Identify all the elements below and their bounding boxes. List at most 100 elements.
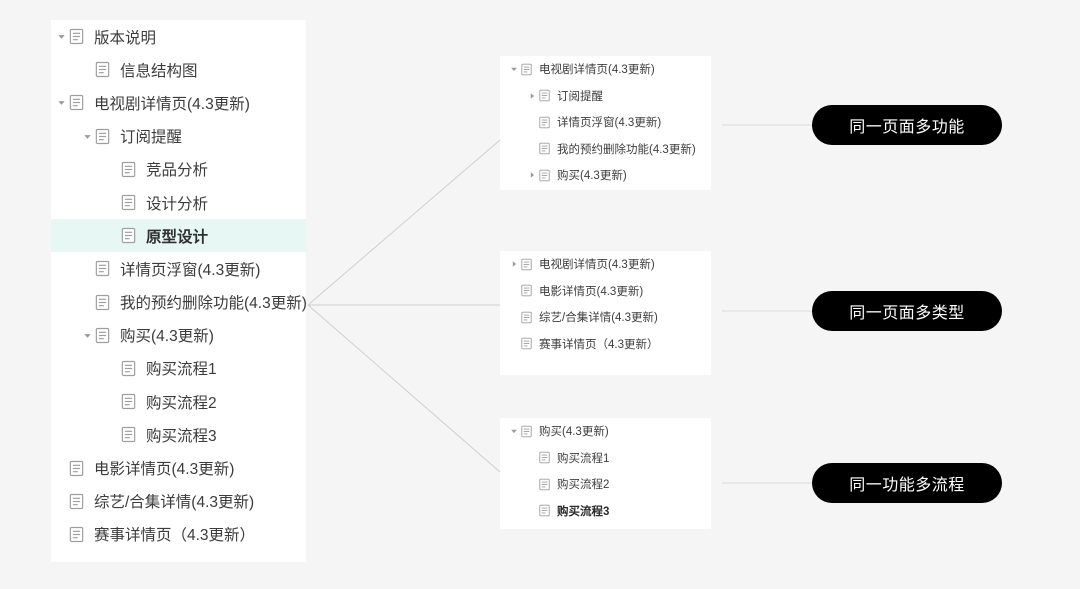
tree-item[interactable]: 购买(4.3更新) (500, 418, 711, 445)
document-icon (94, 128, 111, 145)
document-icon (520, 425, 533, 438)
document-icon (520, 284, 533, 297)
tree-item-label: 购买流程3 (146, 427, 217, 445)
tree-item[interactable]: 购买流程1 (51, 352, 306, 385)
tree-item[interactable]: 购买流程2 (51, 385, 306, 418)
panel-multi-function[interactable]: 电视剧详情页(4.3更新) 订阅提醒详情页浮窗(4.3更新) 我的预约删除功能(4.… (500, 56, 711, 190)
tree-item[interactable]: 购买流程2 (500, 471, 711, 498)
tree-item[interactable]: 赛事详情页（4.3更新） (51, 518, 306, 551)
tree-item[interactable]: 原型设计 (51, 219, 306, 253)
tree-item-label: 购买(4.3更新) (120, 328, 214, 346)
tree-item[interactable]: 购买(4.3更新) (500, 162, 711, 189)
document-icon (538, 169, 551, 182)
tree-item[interactable]: 详情页浮窗(4.3更新) (500, 109, 711, 136)
tree-item[interactable]: 竞品分析 (51, 153, 306, 186)
tree-item-label: 购买流程1 (146, 361, 217, 379)
callout-pill-multi-flow[interactable]: 同一功能多流程 (812, 463, 1002, 503)
tree-item-label: 电视剧详情页(4.3更新) (94, 95, 250, 113)
triangle-right-icon[interactable] (508, 260, 520, 268)
tree-item-label: 综艺/合集详情(4.3更新) (94, 494, 255, 512)
tree-item[interactable]: 详情页浮窗(4.3更新) (51, 252, 306, 285)
document-icon (68, 493, 85, 510)
fan-line-bottom (307, 304, 501, 473)
document-icon (538, 116, 551, 129)
tree-item-label: 购买流程1 (557, 452, 610, 465)
tree-item[interactable]: 我的预约删除功能(4.3更新) (500, 136, 711, 163)
tree-item-label: 电影详情页(4.3更新) (539, 285, 644, 298)
tree-item-label: 竞品分析 (146, 162, 209, 180)
tree-item[interactable]: 赛事详情页（4.3更新） (500, 331, 711, 358)
document-icon (538, 89, 551, 102)
document-icon (520, 258, 533, 271)
document-icon (520, 63, 533, 76)
tree-item[interactable]: 购买流程1 (500, 445, 711, 472)
document-icon (120, 393, 137, 410)
triangle-right-icon[interactable] (526, 171, 538, 179)
tree-item-label: 原型设计 (146, 228, 209, 246)
tree-item[interactable]: 电视剧详情页(4.3更新) (51, 86, 306, 119)
document-icon (520, 311, 533, 324)
tree-item-label: 详情页浮窗(4.3更新) (557, 117, 662, 130)
tree-item[interactable]: 购买流程3 (51, 418, 306, 451)
tree-item[interactable]: 电视剧详情页(4.3更新) (500, 251, 711, 278)
document-icon (68, 94, 85, 111)
document-icon (120, 194, 137, 211)
tree-item[interactable]: 电视剧详情页(4.3更新) (500, 56, 711, 83)
tree-item-label: 电影详情页(4.3更新) (94, 461, 235, 479)
triangle-down-icon[interactable] (80, 132, 94, 141)
triangle-down-icon[interactable] (54, 32, 68, 41)
document-icon (94, 61, 111, 78)
tree-item-label: 订阅提醒 (120, 129, 183, 147)
tree-item-label: 赛事详情页（4.3更新） (539, 338, 659, 351)
tree-item-label: 购买流程3 (557, 505, 610, 518)
document-icon (68, 28, 85, 45)
document-icon (94, 294, 111, 311)
tree-item-label: 详情页浮窗(4.3更新) (120, 261, 261, 279)
tree-item-label: 我的预约删除功能(4.3更新) (120, 295, 307, 313)
document-icon (68, 526, 85, 543)
document-icon (520, 337, 533, 350)
document-icon (94, 260, 111, 277)
tree-item-label: 购买流程2 (146, 394, 217, 412)
tree-item[interactable]: 版本说明 (51, 20, 306, 53)
tree-item-label: 版本说明 (94, 29, 157, 47)
tree-item-label: 赛事详情页（4.3更新） (94, 527, 256, 545)
tree-item[interactable]: 购买流程3 (500, 498, 711, 525)
tree-item-label: 购买(4.3更新) (557, 170, 627, 183)
tree-item[interactable]: 设计分析 (51, 186, 306, 219)
document-icon (538, 142, 551, 155)
triangle-right-icon[interactable] (526, 92, 538, 100)
tree-item-label: 购买流程2 (557, 479, 610, 492)
triangle-down-icon[interactable] (508, 65, 520, 73)
callout-pill-label: 同一页面多类型 (849, 305, 965, 322)
document-icon (120, 227, 137, 244)
document-icon (120, 426, 137, 443)
document-icon (538, 451, 551, 464)
tree-item[interactable]: 我的预约删除功能(4.3更新) (51, 286, 307, 319)
tree-item-label: 电视剧详情页(4.3更新) (539, 64, 655, 77)
triangle-down-icon[interactable] (54, 98, 68, 107)
triangle-down-icon[interactable] (80, 331, 94, 340)
tree-item[interactable]: 综艺/合集详情(4.3更新) (500, 304, 711, 331)
tree-item[interactable]: 订阅提醒 (51, 120, 306, 153)
callout-pill-multi-type[interactable]: 同一页面多类型 (812, 291, 1002, 331)
tree-item[interactable]: 订阅提醒 (500, 83, 711, 110)
tree-item[interactable]: 购买(4.3更新) (51, 319, 306, 352)
document-icon (538, 504, 551, 517)
document-icon (94, 327, 111, 344)
information-structure-tree[interactable]: 版本说明信息结构图电视剧详情页(4.3更新) 订阅提醒竞品分析设计分析原型设计详情… (51, 20, 307, 562)
tree-item[interactable]: 信息结构图 (51, 53, 306, 86)
tree-item-label: 综艺/合集详情(4.3更新) (539, 312, 658, 325)
tree-item[interactable]: 综艺/合集详情(4.3更新) (51, 485, 306, 518)
tree-item[interactable]: 电影详情页(4.3更新) (500, 278, 711, 305)
tree-item[interactable]: 电影详情页(4.3更新) (51, 451, 306, 484)
tree-item-label: 购买(4.3更新) (539, 426, 609, 439)
tree-item-label: 我的预约删除功能(4.3更新) (557, 143, 696, 156)
tree-item-label: 设计分析 (146, 195, 209, 213)
fan-line-top (307, 139, 501, 306)
callout-pill-multi-function[interactable]: 同一页面多功能 (812, 105, 1002, 145)
panel-multi-flow[interactable]: 购买(4.3更新) 购买流程1 购买流程2 购买流程3 (500, 418, 711, 529)
panel-multi-type[interactable]: 电视剧详情页(4.3更新) 电影详情页(4.3更新) 综艺/合集详情(4.3更新) 赛… (500, 251, 711, 375)
triangle-down-icon[interactable] (508, 427, 520, 435)
